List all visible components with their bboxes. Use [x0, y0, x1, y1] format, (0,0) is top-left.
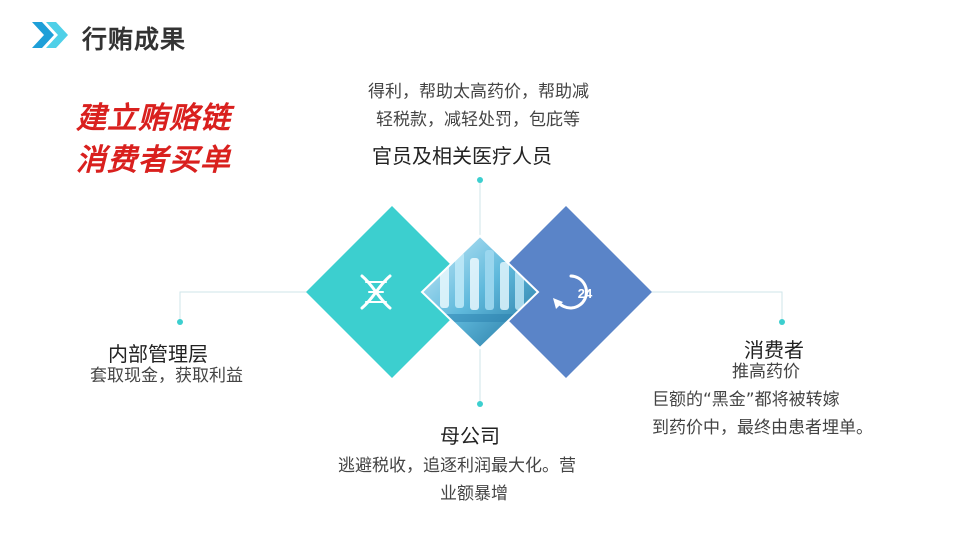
management-label: 内部管理层: [108, 342, 208, 366]
parent-company-note-line-1: 逃避税收，追逐利润最大化。营: [338, 456, 576, 476]
parent-company-label: 母公司: [440, 424, 500, 448]
headline-line-1: 建立贿赂链: [76, 101, 231, 136]
dot-management: [177, 319, 183, 325]
dot-parent-company: [477, 401, 483, 407]
consumer-note-line-1: 推高药价: [732, 362, 800, 382]
headline: 建立贿赂链 消费者买单: [76, 98, 231, 182]
page-title: 行贿成果: [82, 25, 187, 54]
dot-consumer: [779, 319, 785, 325]
dot-officials: [477, 177, 483, 183]
parent-company-note-line-2: 业额暴增: [440, 484, 508, 504]
consumer-note-line-2: 巨额的“黑金”都将被转嫁: [652, 390, 840, 410]
parent-company-note: 逃避税收，追逐利润最大化。营 业额暴增: [338, 452, 628, 508]
right-diamond: [480, 206, 652, 378]
officials-note-line-1: 得利，帮助太高药价，帮助减: [368, 82, 589, 102]
officials-note-line-2: 轻税款，减轻处罚，包庇等: [376, 110, 580, 130]
officials-note: 得利，帮助太高药价，帮助减 轻税款，减轻处罚，包庇等: [368, 78, 638, 134]
officials-label: 官员及相关医疗人员: [372, 144, 552, 168]
consumer-label: 消费者: [744, 338, 804, 362]
management-note: 套取现金，获取利益: [90, 366, 243, 386]
24-hour-icon-text: 24: [578, 286, 593, 301]
consumer-note: 推高药价 巨额的“黑金”都将被转嫁 到药价中，最终由患者埋单。: [652, 358, 912, 442]
connector-dots: [177, 177, 785, 407]
double-chevron-right-icon: [32, 22, 68, 48]
headline-line-2: 消费者买单: [76, 143, 231, 178]
24-hour-cycle-icon: 24: [553, 274, 593, 310]
consumer-note-line-3: 到药价中，最终由患者埋单。: [652, 418, 873, 438]
dna-icon: [360, 274, 392, 310]
left-diamond: [306, 206, 478, 378]
